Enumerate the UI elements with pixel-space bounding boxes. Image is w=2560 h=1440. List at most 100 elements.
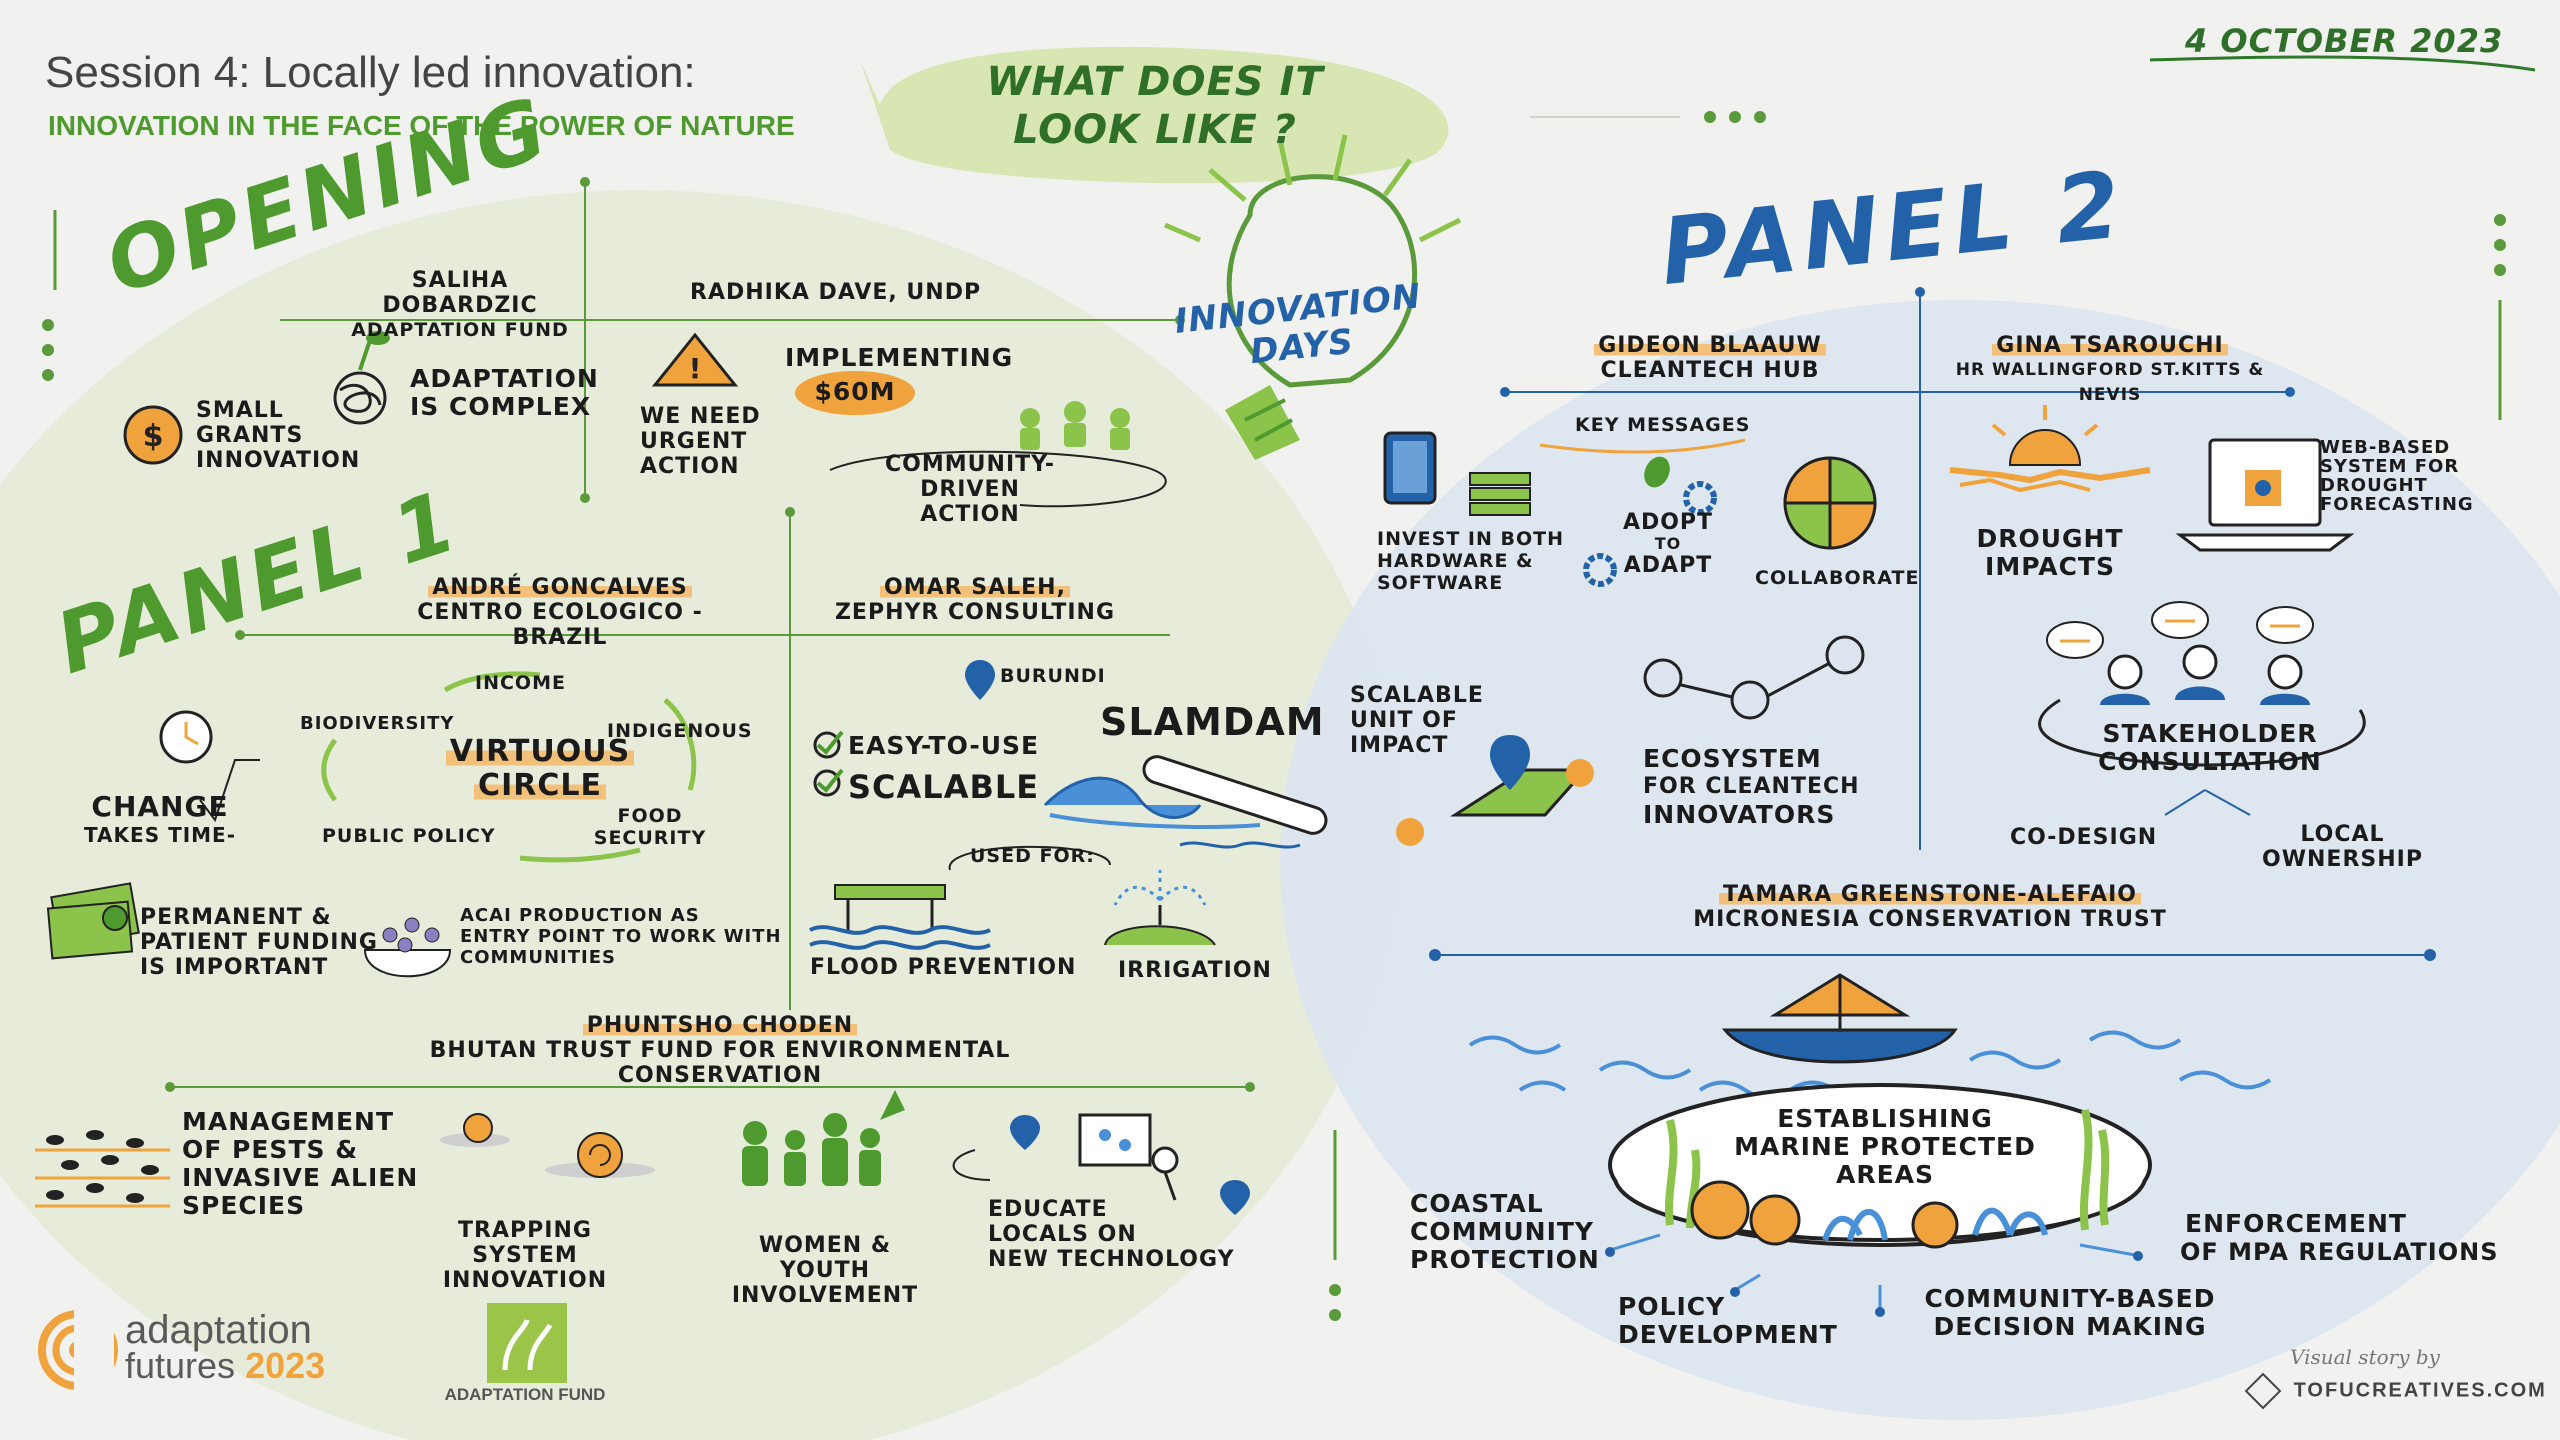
cube-icon [2244,1372,2282,1410]
speaker-radhika: RADHIKA DAVE, UNDP [690,280,982,305]
checkbox-icons [813,730,844,797]
key-messages-label: KEY MESSAGES [1575,414,1751,436]
speaker-name: GINA TSAROUCHI [1992,333,2228,358]
svg-text:$: $ [143,419,164,454]
speaker-org: ADAPTATION FUND [351,319,569,341]
reef-bowl-icon [1608,1083,2152,1249]
people-figures-icon [742,1090,905,1186]
snail-icon [440,1113,655,1178]
puzzle-icon [1783,456,1877,550]
change-text: CHANGE TAKES TIME- [83,790,237,847]
circle-item-food: FOOD SECURITY [593,805,707,849]
presentation-board-icon [952,1113,1250,1215]
credit-brand: TOFUCREATIVES.COM [2244,1372,2547,1410]
feature-scalable: SCALABLE [848,768,1040,806]
speaker-gideon: GIDEON BLAAUW CLEANTECH HUB [1560,333,1860,383]
sun-icon [1949,405,2151,493]
date-label: 4 OCTOBER 2023 [2185,22,2504,60]
circle-item-indigenous: INDIGENOUS [607,720,753,742]
speaker-name: ANDRÉ GONCALVES [428,575,692,600]
speaker-tamara: TAMARA GREENSTONE-ALEFAIO MICRONESIA CON… [1630,882,2230,932]
speaker-saliha: SALIHA DOBARDZIC ADAPTATION FUND [330,268,590,343]
coin-icon: $ [123,405,183,465]
af-year: 2023 [245,1345,326,1386]
speaker-phuntsho: PHUNTSHO CHODEN BHUTAN TRUST FUND FOR EN… [340,1013,1100,1088]
used-for-label: USED FOR: [970,845,1095,867]
speaker-name: TAMARA GREENSTONE-ALEFAIO [1719,882,2141,907]
location-burundi: BURUNDI [1000,665,1106,687]
feature-easy: EASY-TO-USE [848,731,1040,760]
laptop-icon [2175,438,2355,552]
cycle-arrows [321,671,697,863]
speaker-org: CENTRO ECOLOGICO - BRAZIL [417,600,703,650]
speaker-gina: GINA TSAROUCHI HR WALLINGFORD ST.KITTS &… [1930,333,2290,408]
svg-text:!: ! [689,352,702,385]
af-sub: futures [125,1345,236,1386]
warning-icon: ! [651,332,739,387]
acai-bowl-icon [363,917,452,978]
irrigation-icon [1104,870,1216,946]
question-bubble: WHAT DOES IT LOOK LIKE ? [930,58,1380,154]
session-subtitle: INNOVATION IN THE FACE OF THE POWER OF N… [48,110,795,141]
use-irrigation: IRRIGATION [1118,958,1272,983]
tablet-icon [1383,431,1531,516]
amount-badge: $60M [814,377,896,406]
slamdam-title: SLAMDAM [1100,700,1325,744]
adaptation-fund-label: ADAPTATION FUND [444,1385,606,1404]
adaptation-futures-logo [38,1305,118,1395]
speaker-org: BHUTAN TRUST FUND FOR ENVIRONMENTAL CONS… [429,1038,1011,1088]
speaker-name: SALIHA DOBARDZIC [382,268,538,318]
community-figures-icon [1020,401,1130,450]
credit-prefix: Visual story by [2290,1345,2440,1369]
speaker-omar: OMAR SALEH, ZEPHYR CONSULTING [820,575,1130,625]
collaborate-text: COLLABORATE [1755,567,1920,589]
speaker-org: HR WALLINGFORD ST.KITTS & NEVIS [1955,360,2265,405]
speaker-name: PHUNTSHO CHODEN [582,1013,858,1038]
network-icon [1643,635,1865,720]
session-title: Session 4: Locally led innovation: [45,48,696,97]
circle-item-biodiversity: BIODIVERSITY [300,713,455,734]
stakeholder-people-icon [2046,601,2314,705]
circle-item-policy: PUBLIC POLICY [322,825,496,847]
question-line: WHAT DOES IT [986,59,1324,105]
flood-house-icon [809,884,991,950]
codesign-text: CO-DESIGN [2010,825,2158,850]
tangle-icon [333,331,390,425]
gear-icon [1583,456,1717,587]
adaptation-fund-logo [487,1303,567,1383]
speaker-andre: ANDRÉ GONCALVES CENTRO ECOLOGICO - BRAZI… [380,575,740,650]
implementing-text: IMPLEMENTING [785,343,1014,372]
circle-item-income: INCOME [475,672,566,694]
map-pin-icon [1396,735,1594,846]
speaker-name: GIDEON BLAAUW [1594,333,1826,358]
virtuous-circle-title: VIRTUOUS CIRCLE [440,735,640,803]
clock-icon [159,710,213,764]
insects-icon [46,1130,159,1203]
speaker-org: CLEANTECH HUB [1600,358,1820,383]
speaker-name: OMAR SALEH, [880,575,1070,600]
question-line: LOOK LIKE ? [1013,107,1297,153]
use-flood: FLOOD PREVENTION [810,955,1077,980]
